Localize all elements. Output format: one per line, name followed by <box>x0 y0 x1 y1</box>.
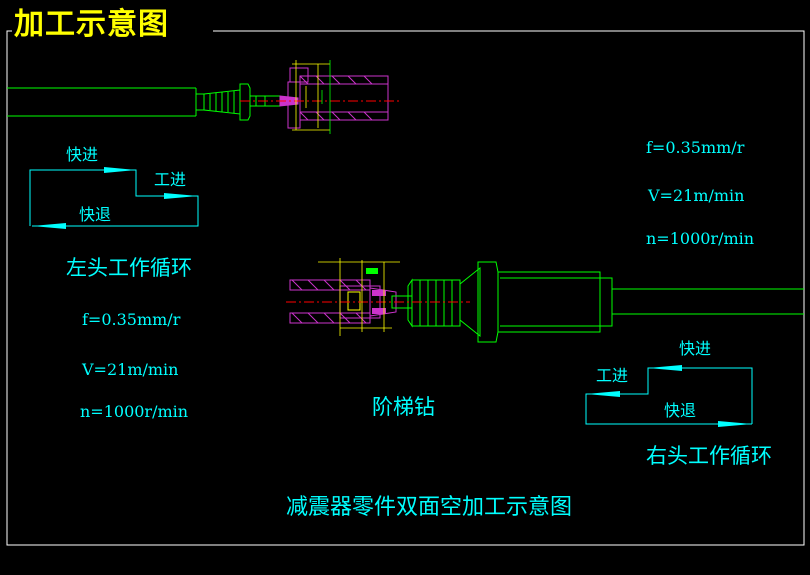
left-fast-return-label: 快退 <box>79 205 112 224</box>
left-spindle-assembly <box>7 60 400 134</box>
right-work-feed-label: 工进 <box>596 366 629 385</box>
left-work-feed-label: 工进 <box>154 170 187 189</box>
left-cycle-title: 左头工作循环 <box>66 256 192 280</box>
fast-return-arrow <box>718 421 752 427</box>
left-head-cycle-diagram <box>29 167 199 229</box>
right-feed-rate: f=0.35mm/r <box>646 138 745 157</box>
fast-forward-arrow <box>648 365 682 371</box>
right-fast-forward-label: 快进 <box>679 339 712 358</box>
drawing-border <box>6 30 805 546</box>
left-cutting-speed: V=21m/min <box>82 360 179 379</box>
right-cutting-speed: V=21m/min <box>648 186 745 205</box>
right-spindle-speed: n=1000r/min <box>646 229 755 248</box>
right-fast-return-label: 快退 <box>664 401 697 420</box>
drawing-title: 加工示意图 <box>14 7 169 42</box>
left-spindle-speed: n=1000r/min <box>80 402 189 421</box>
operation-label: 阶梯钻 <box>372 395 435 419</box>
fast-forward-arrow <box>104 167 136 173</box>
work-feed-arrow <box>164 193 198 199</box>
left-fast-forward-label: 快进 <box>66 145 99 164</box>
right-cycle-title: 右头工作循环 <box>646 444 772 468</box>
work-feed-arrow <box>586 391 620 397</box>
drawing-caption: 减震器零件双面空加工示意图 <box>286 495 573 520</box>
left-feed-rate: f=0.35mm/r <box>82 310 181 329</box>
fast-return-arrow <box>32 223 66 229</box>
right-spindle-assembly <box>286 258 804 343</box>
right-head-cycle-diagram <box>585 365 753 427</box>
